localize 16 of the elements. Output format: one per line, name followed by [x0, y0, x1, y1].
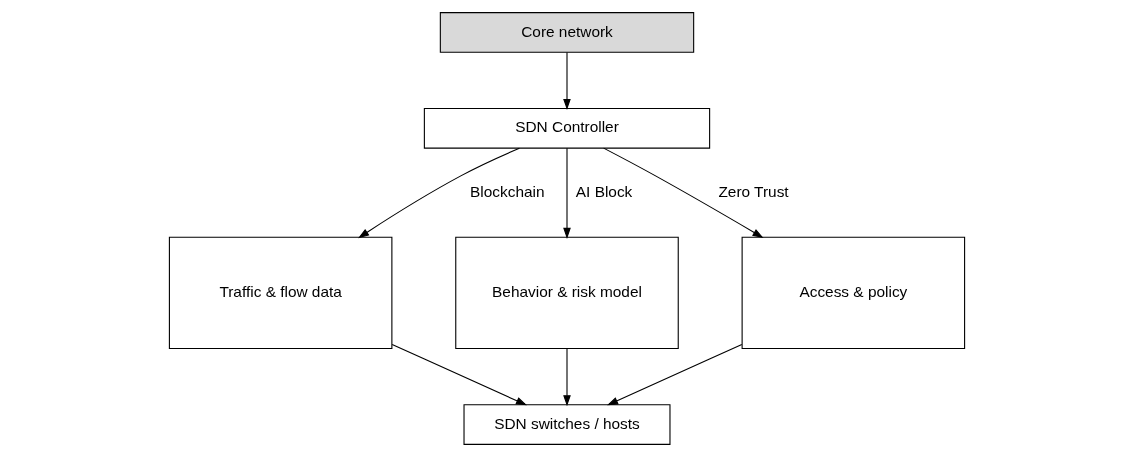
edge-label: Zero Trust	[718, 183, 789, 201]
arrow	[603, 147, 764, 238]
arrow	[391, 343, 527, 406]
arrow	[563, 348, 571, 407]
node-box: SDN Controller	[423, 107, 711, 149]
edge-label: AI Block	[575, 183, 633, 201]
arrow	[563, 147, 571, 239]
node-box: SDN switches / hosts	[463, 404, 671, 445]
edge-label: Blockchain	[470, 183, 545, 201]
node-box: Access & policy	[741, 236, 966, 350]
node-box: Behavior & risk model	[455, 236, 679, 350]
arrow	[563, 51, 571, 110]
arrow	[607, 343, 743, 406]
node-box: Traffic & flow data	[168, 236, 393, 350]
arrow	[358, 147, 520, 239]
node-box: Core network	[439, 12, 695, 53]
